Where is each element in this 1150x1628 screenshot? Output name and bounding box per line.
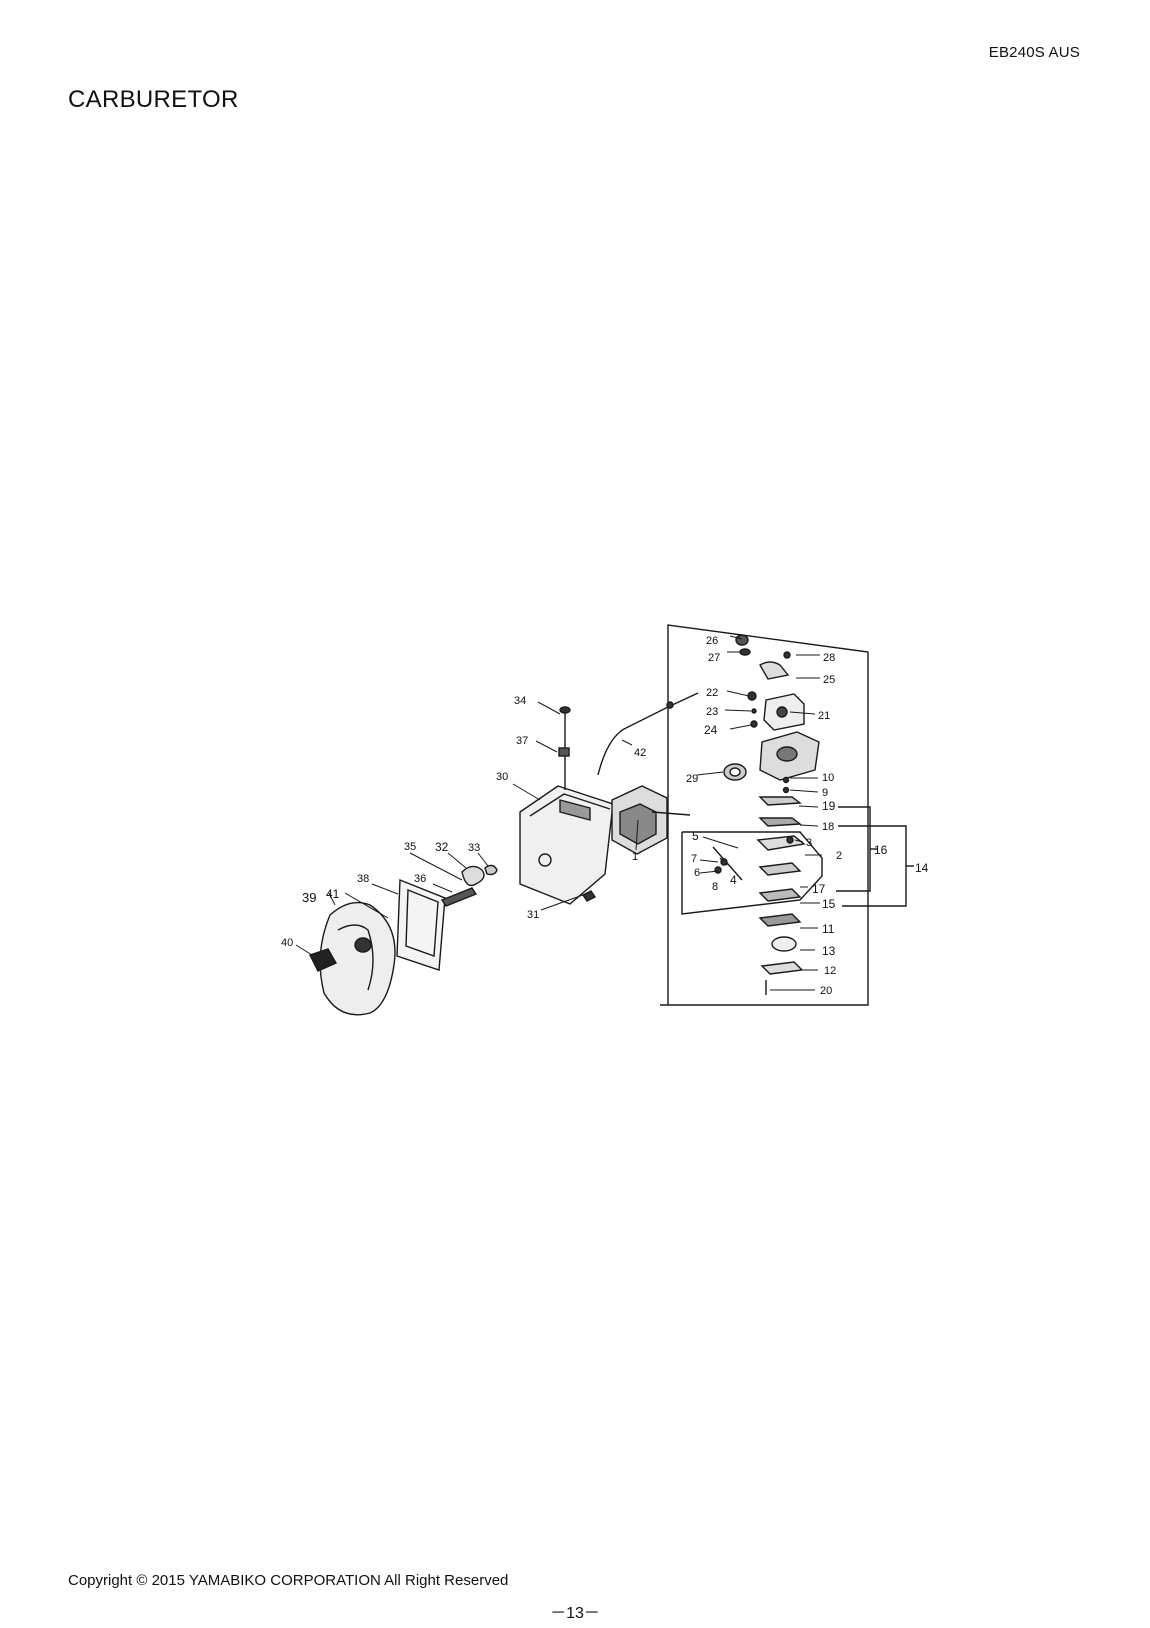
- label-2: 2: [836, 850, 842, 862]
- label-34: 34: [514, 695, 526, 707]
- label-29: 29: [686, 773, 698, 785]
- subkit-frame: [681, 831, 823, 915]
- model-code: EB240S AUS: [988, 44, 1080, 61]
- label-5: 5: [692, 829, 699, 843]
- label-7: 7: [691, 853, 697, 865]
- label-17: 17: [812, 882, 826, 896]
- label-33: 33: [468, 842, 480, 854]
- label-11: 11: [822, 922, 835, 936]
- label-25: 25: [823, 674, 835, 686]
- label-14: 14: [915, 861, 929, 875]
- label-16: 16: [874, 843, 888, 857]
- label-36: 36: [414, 873, 426, 885]
- label-6: 6: [694, 867, 700, 879]
- label-23: 23: [706, 706, 718, 718]
- page-number: －13－: [550, 1605, 600, 1622]
- page-title: CARBURETOR: [68, 86, 239, 113]
- label-37: 37: [516, 735, 528, 747]
- label-8: 8: [712, 881, 718, 893]
- label-38: 38: [357, 873, 369, 885]
- label-22: 22: [706, 687, 718, 699]
- label-24: 24: [704, 723, 718, 737]
- element: [396, 878, 446, 971]
- label-42: 42: [634, 747, 646, 759]
- knob: [309, 948, 337, 972]
- label-27: 27: [708, 652, 720, 664]
- label-21: 21: [818, 710, 830, 722]
- label-35: 35: [404, 841, 416, 853]
- label-1: 1: [632, 851, 638, 863]
- label-12: 12: [824, 965, 836, 977]
- label-31: 31: [527, 909, 539, 921]
- label-41: 41: [326, 887, 340, 901]
- label-4: 4: [730, 873, 737, 887]
- air-cleaner-cover: [319, 901, 396, 1016]
- label-26: 26: [706, 635, 718, 647]
- label-30: 30: [496, 771, 508, 783]
- label-13: 13: [822, 944, 836, 958]
- label-3: 3: [806, 837, 812, 849]
- label-40: 40: [281, 937, 293, 949]
- label-39: 39: [302, 890, 316, 905]
- label-28: 28: [823, 652, 835, 664]
- label-10: 10: [822, 772, 834, 784]
- label-9: 9: [822, 787, 828, 799]
- carburetor-kit-frame: [660, 624, 869, 1006]
- copyright-notice: Copyright © 2015 YAMABIKO CORPORATION Al…: [68, 1572, 509, 1589]
- label-19: 19: [822, 799, 836, 813]
- label-32: 32: [435, 840, 449, 854]
- part-26: [735, 634, 749, 646]
- label-15: 15: [822, 897, 836, 911]
- label-20: 20: [820, 985, 832, 997]
- label-18: 18: [822, 821, 834, 833]
